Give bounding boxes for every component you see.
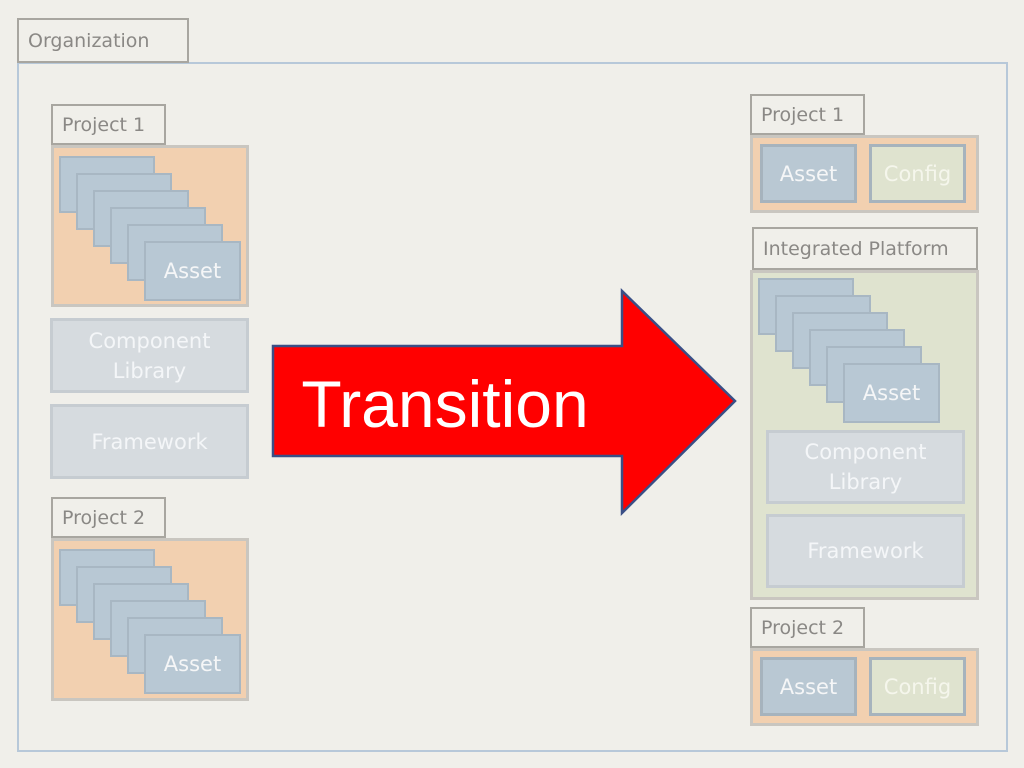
organization-frame (17, 62, 1008, 752)
platform-framework: Framework (766, 514, 965, 588)
before-framework: Framework (50, 404, 249, 479)
platform-component-library: Component Library (766, 430, 965, 504)
after-project2-config: Config (869, 657, 966, 716)
after-project1-config: Config (869, 144, 966, 203)
transition-label: Transition (301, 367, 588, 441)
before-project1-label: Project 1 (51, 104, 166, 145)
asset-card-front: Asset (144, 634, 241, 694)
after-project2-asset: Asset (760, 657, 857, 716)
before-component-library: Component Library (50, 318, 249, 393)
after-project1-asset: Asset (760, 144, 857, 203)
before-project2-label: Project 2 (51, 497, 166, 538)
arrow-shape (271, 288, 737, 516)
after-project2-label: Project 2 (750, 607, 865, 648)
after-project1-label: Project 1 (750, 94, 865, 135)
integrated-platform-label: Integrated Platform (752, 227, 978, 270)
organization-label: Organization (17, 18, 189, 63)
transition-arrow: Transition (271, 288, 737, 516)
asset-card-front: Asset (843, 363, 940, 423)
asset-card-front: Asset (144, 241, 241, 301)
